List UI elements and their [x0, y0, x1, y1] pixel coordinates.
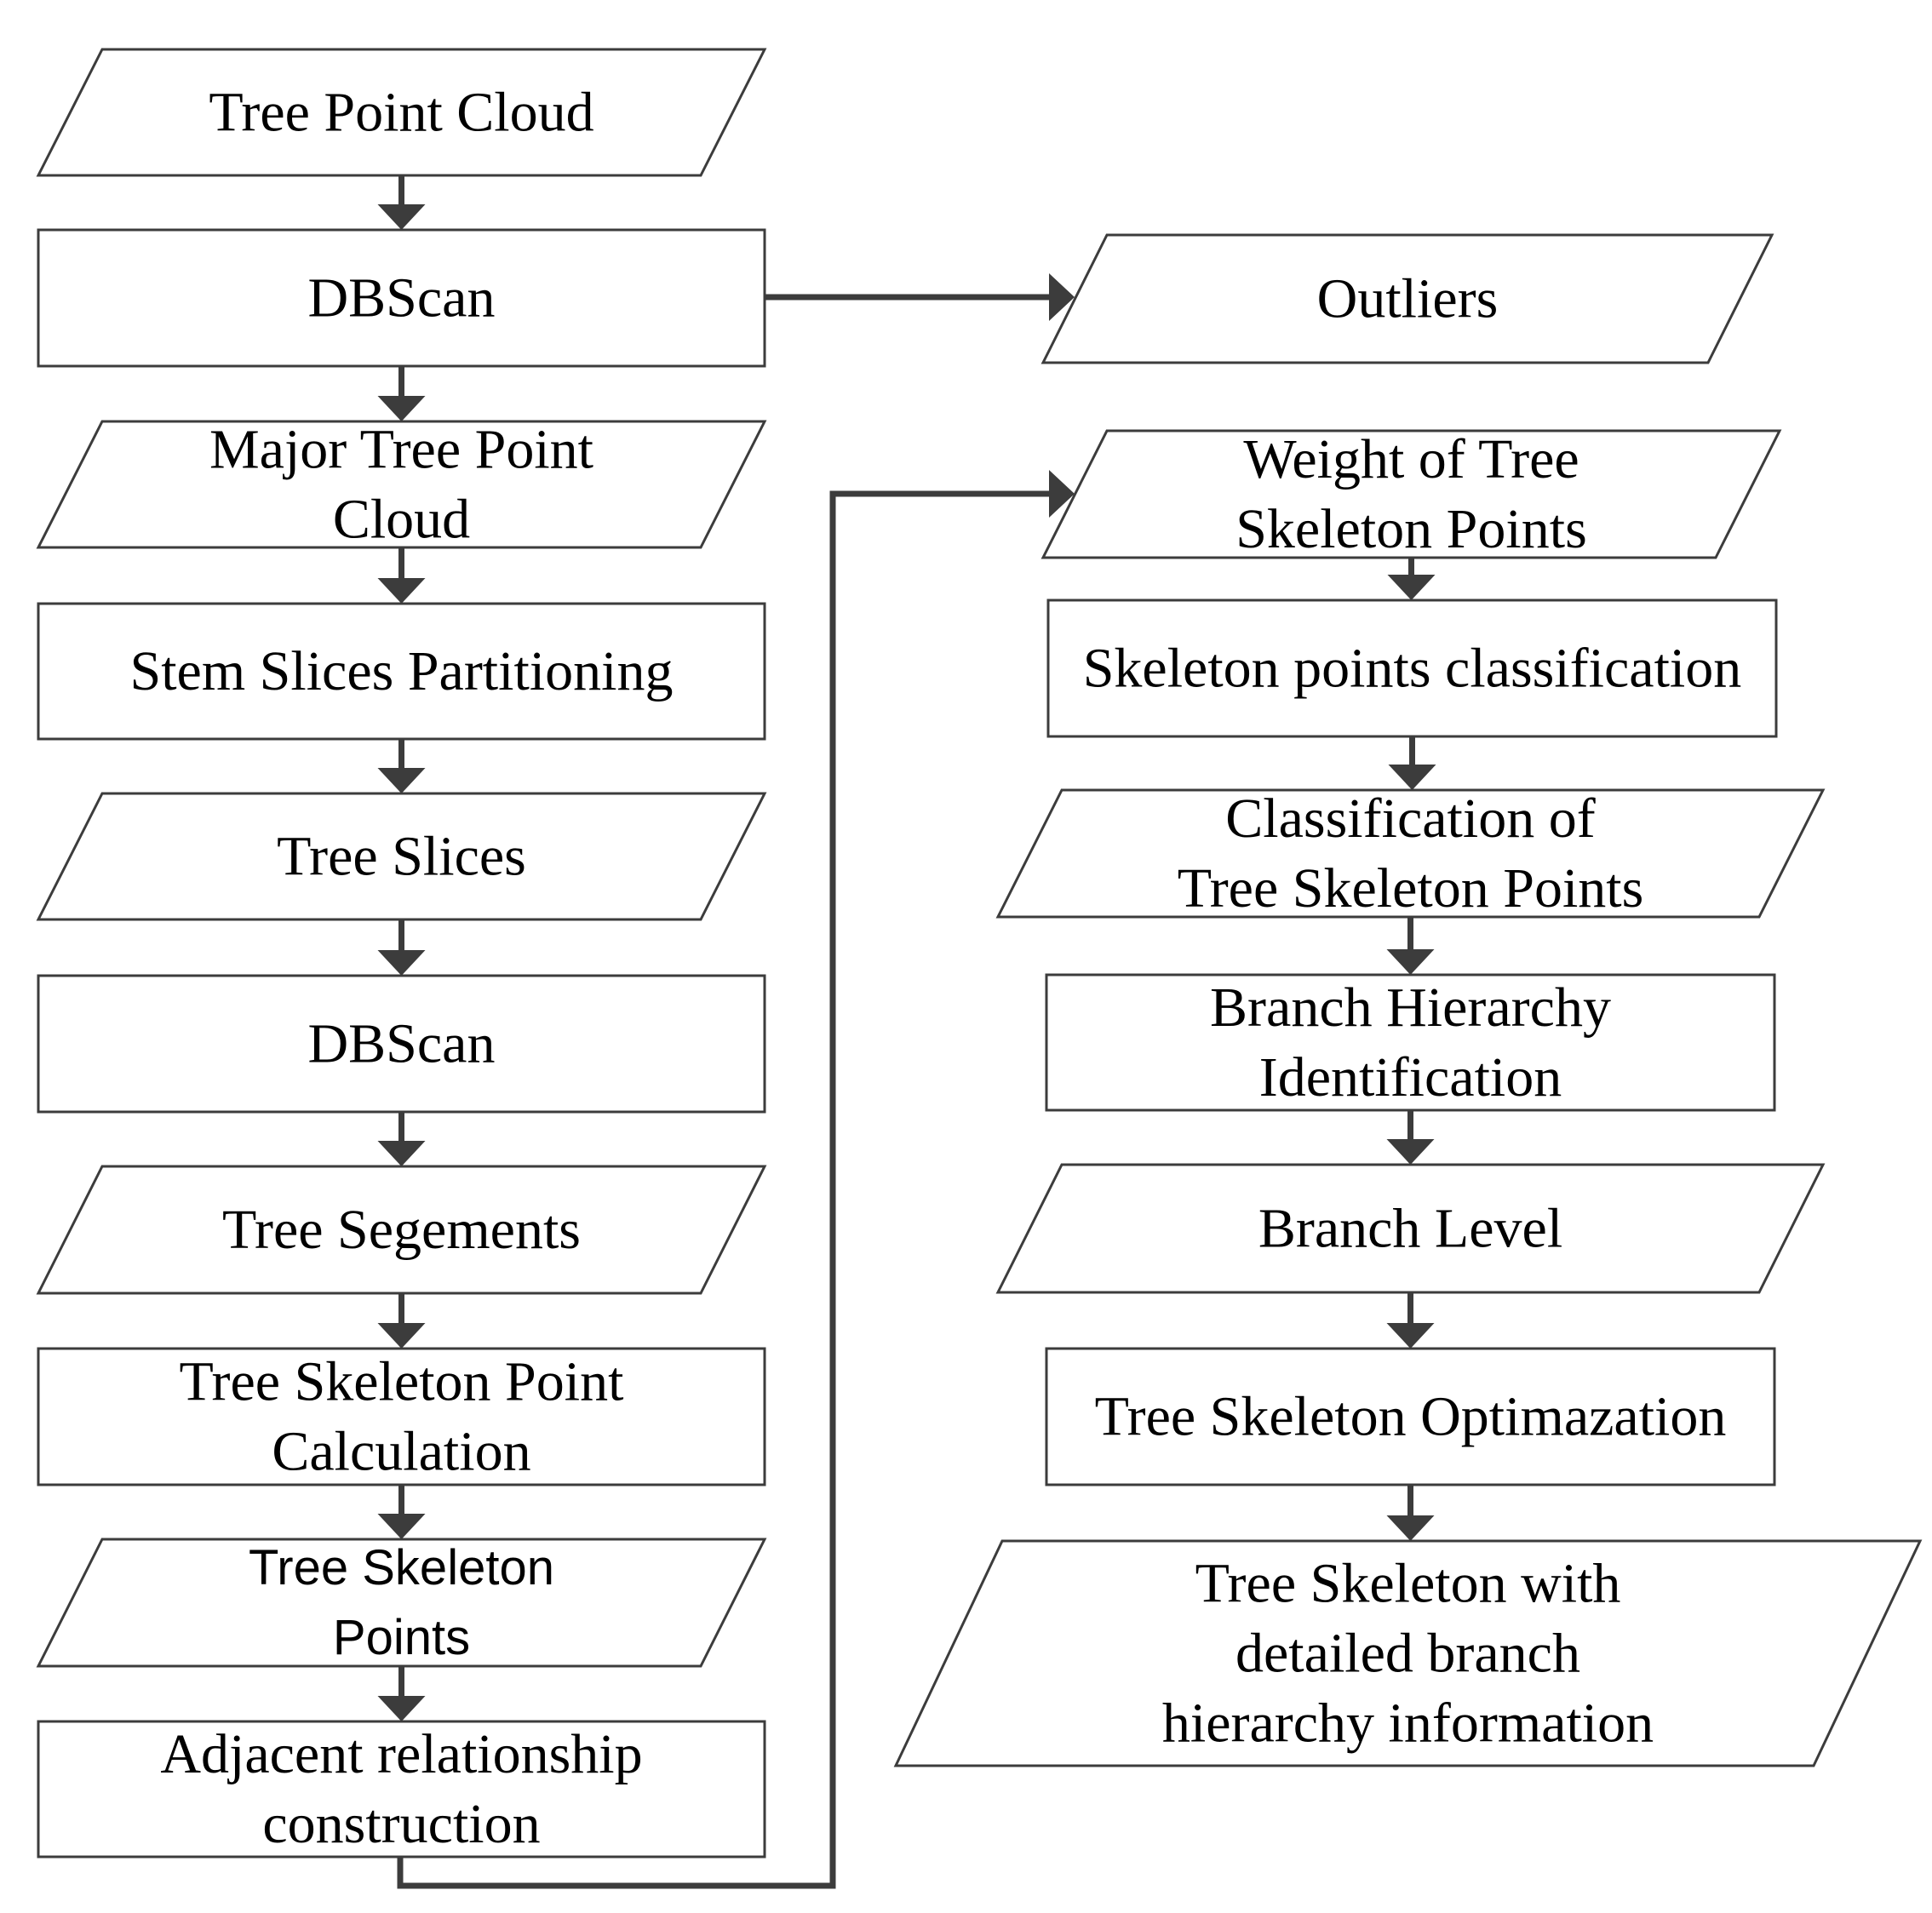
- arrowhead: [377, 396, 426, 421]
- node-stem-slices-partitioning: Stem Slices Partitioning: [37, 602, 766, 741]
- connector-classification-of-tree-skeleton-points-to-branch-hierarchy-identification: [1386, 910, 1435, 975]
- parallelogram-shape: [36, 48, 767, 177]
- node-label-line: Points: [333, 1610, 470, 1665]
- rectangle-shape: [1045, 973, 1776, 1112]
- node-label-line: Tree Skeleton Point: [180, 1351, 624, 1413]
- rectangle-shape: [1045, 1347, 1776, 1486]
- node-label-line: Tree Skeleton: [249, 1540, 554, 1595]
- node-label-line: Adjacent relationship: [160, 1723, 642, 1785]
- node-label-line: Skeleton points classification: [1083, 638, 1742, 700]
- node-label-line: DBScan: [308, 1013, 496, 1075]
- rectangle-shape: [37, 602, 766, 741]
- connector-tree-skeleton-points-to-adjacent-relationship-construction: [377, 1659, 426, 1721]
- node-label-line: Identification: [1259, 1046, 1562, 1108]
- arrowhead: [377, 950, 426, 976]
- node-label-line: Skeleton Points: [1235, 498, 1587, 560]
- node-outliers: Outliers: [1041, 233, 1774, 364]
- node-label-line: hierarchy information: [1162, 1692, 1654, 1755]
- node-label-line: Branch Level: [1258, 1198, 1562, 1260]
- node-adjacent-relationship-construction: Adjacent relationship construction: [37, 1720, 766, 1859]
- arrowhead: [1386, 1323, 1435, 1349]
- connector-dbscan-1-to-outliers: [765, 273, 1075, 321]
- connector-tree-skeleton-point-calculation-to-tree-skeleton-points: [377, 1478, 426, 1539]
- node-tree-skeleton-optimazation: Tree Skeleton Optimazation: [1045, 1347, 1776, 1486]
- node-skeleton-points-classification: Skeleton points classification: [1046, 599, 1778, 738]
- parallelogram-shape: [893, 1539, 1923, 1767]
- connector-tree-segements-to-tree-skeleton-point-calculation: [377, 1286, 426, 1349]
- node-label-line: Tree Point Cloud: [209, 82, 593, 144]
- node-label-line: Calculation: [272, 1421, 530, 1483]
- node-tree-slices: Tree Slices: [36, 792, 767, 921]
- connector-dbscan-1-to-major-tree-point-cloud: [377, 359, 426, 421]
- arrowhead: [1387, 575, 1436, 600]
- connector-tree-point-cloud-to-dbscan-1: [377, 169, 426, 230]
- rectangle-shape: [37, 974, 766, 1114]
- connector-adjacent-relationship-construction-to-weight-of-tree-skeleton-points: [397, 470, 1075, 1889]
- parallelogram-shape: [1041, 233, 1774, 364]
- rectangle-shape: [37, 228, 766, 368]
- node-dbscan-2: DBScan: [37, 974, 766, 1114]
- rectangle-shape: [37, 1347, 766, 1486]
- arrowhead: [377, 204, 426, 230]
- connectors-layer: [377, 169, 1436, 1889]
- node-dbscan-1: DBScan: [37, 228, 766, 368]
- node-label-line: Stem Slices Partitioning: [130, 640, 674, 702]
- node-label-line: Tree Skeleton Points: [1178, 857, 1644, 919]
- node-label-line: detailed branch: [1235, 1623, 1580, 1685]
- arrowhead: [377, 768, 426, 793]
- connector-branch-level-to-tree-skeleton-optimazation: [1386, 1286, 1435, 1349]
- node-label-line: Outliers: [1317, 268, 1499, 330]
- arrowhead: [1386, 1515, 1435, 1541]
- node-branch-level: Branch Level: [995, 1163, 1826, 1294]
- arrowhead: [1049, 273, 1075, 321]
- arrowhead: [377, 1141, 426, 1166]
- node-tree-skeleton-with-detailed-branch-hierarchy-information: Tree Skeleton with detailed branch hierarc…: [893, 1539, 1923, 1767]
- node-label-line: DBScan: [308, 267, 496, 329]
- parallelogram-shape: [995, 788, 1826, 919]
- arrowhead: [377, 1323, 426, 1349]
- node-tree-point-cloud: Tree Point Cloud: [36, 48, 767, 177]
- node-classification-of-tree-skeleton-points: Classification of Tree Skeleton Points: [995, 788, 1826, 919]
- connector-skeleton-points-classification-to-classification-of-tree-skeleton-points: [1388, 730, 1436, 790]
- node-label-line: Tree Skeleton with: [1195, 1553, 1621, 1615]
- parallelogram-shape: [36, 792, 767, 921]
- arrowhead: [1388, 765, 1436, 790]
- node-label-line: Major Tree Point: [209, 419, 593, 481]
- node-label-line: Weight of Tree: [1243, 428, 1579, 490]
- connector-branch-hierarchy-identification-to-branch-level: [1386, 1103, 1435, 1165]
- parallelogram-shape: [36, 1165, 767, 1295]
- parallelogram-shape: [995, 1163, 1826, 1294]
- arrowhead: [1049, 470, 1075, 518]
- arrowhead: [377, 1514, 426, 1539]
- arrowhead: [1386, 1139, 1435, 1165]
- node-label-line: Cloud: [333, 489, 470, 551]
- node-label-line: construction: [262, 1793, 540, 1855]
- node-label-line: Classification of: [1225, 788, 1595, 850]
- node-label-line: Tree Slices: [277, 826, 526, 888]
- node-label-line: Tree Segements: [222, 1199, 581, 1261]
- connector-line: [397, 490, 1049, 1889]
- connector-tree-skeleton-optimazation-to-tree-skeleton-with-detailed-branch-hierarchy-information: [1386, 1478, 1435, 1541]
- connector-stem-slices-partitioning-to-tree-slices: [377, 732, 426, 793]
- connector-dbscan-2-to-tree-segements: [377, 1105, 426, 1166]
- node-label-line: Branch Hierarchy: [1210, 977, 1611, 1039]
- arrowhead: [377, 578, 426, 604]
- arrowhead: [377, 1696, 426, 1721]
- rectangle-shape: [1046, 599, 1778, 738]
- parallelogram-shape: [36, 420, 767, 549]
- node-label-line: Tree Skeleton Optimazation: [1095, 1386, 1727, 1448]
- parallelogram-shape: [1041, 429, 1782, 559]
- connector-tree-slices-to-dbscan-2: [377, 913, 426, 976]
- parallelogram-shape: [36, 1538, 767, 1668]
- node-tree-segements: Tree Segements: [36, 1165, 767, 1295]
- arrowhead: [1386, 949, 1435, 975]
- rectangle-shape: [37, 1720, 766, 1859]
